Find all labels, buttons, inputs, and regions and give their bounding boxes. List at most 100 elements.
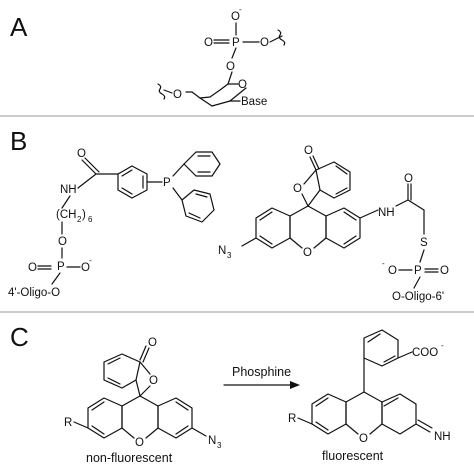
bond <box>135 379 141 397</box>
bond <box>142 347 150 363</box>
panel-c-letter: C <box>10 322 29 352</box>
atom-n3: N <box>218 245 226 257</box>
atom-o-double-linker: O <box>28 262 37 274</box>
atom-o-lactone: O <box>148 337 157 349</box>
bond <box>139 345 147 361</box>
charge-coo: - <box>441 341 444 350</box>
atom-o-amide-right: O <box>404 173 413 185</box>
bond <box>139 385 151 397</box>
bond <box>297 417 313 425</box>
bond <box>121 169 133 177</box>
bond <box>335 165 348 175</box>
fluorescent-molecule: COO - O R NH <box>288 329 451 445</box>
bond <box>175 425 189 435</box>
bond <box>289 205 309 217</box>
bond <box>121 187 133 195</box>
phenyl-ring-bottom <box>181 189 215 223</box>
atom-o-amide: O <box>77 148 86 160</box>
xanthene-left-ring <box>87 397 123 439</box>
label-oligo-4prime: 4'-Oligo-O <box>8 287 60 299</box>
label-r-left: R <box>64 417 72 429</box>
azide-xanthene-oligo-molecule: O O O N 3 NH <box>218 145 449 303</box>
bond <box>259 235 273 245</box>
panel-a: A O - P O O O O Base O <box>10 5 286 108</box>
label-r-right: R <box>288 413 296 425</box>
label-coo: COO <box>412 347 438 359</box>
non-fluorescent-molecule: O O O R N 3 <box>64 337 222 450</box>
atom-n3-sub: 3 <box>217 441 222 450</box>
atom-n3: N <box>208 435 216 447</box>
bond <box>172 187 183 201</box>
bond <box>363 391 383 403</box>
bond <box>121 427 135 439</box>
bond <box>417 419 433 429</box>
bond <box>259 211 273 221</box>
bond <box>313 237 327 249</box>
phosphate-group-a: O - P O O O <box>204 5 286 85</box>
bond <box>369 423 383 435</box>
atom-s: S <box>420 237 428 249</box>
bond <box>241 237 257 247</box>
bond <box>84 157 100 173</box>
phosphine-oligo-molecule: O NH P (CH 2 ) 6 O <box>8 148 221 299</box>
bond <box>397 351 413 359</box>
xanthene-left-ring <box>311 393 347 435</box>
bond <box>269 35 283 43</box>
atom-o-xanthene: O <box>303 247 312 259</box>
bond <box>107 377 121 385</box>
atom-o-lactone-ring: O <box>293 183 302 195</box>
bond <box>312 155 320 170</box>
bond <box>188 212 201 219</box>
label-ch2-sub: 2 <box>77 215 82 224</box>
benzo-ring <box>315 161 351 199</box>
xanthene-left-ring <box>255 207 291 249</box>
charge-minus: - <box>239 5 242 14</box>
label-sub6: 6 <box>88 215 93 224</box>
bond <box>139 361 151 375</box>
panel-a-letter: A <box>10 12 28 42</box>
bond <box>303 169 317 185</box>
bond <box>229 87 247 102</box>
xanthene-right-ring <box>381 393 417 435</box>
atom-o-minus: O <box>231 11 240 23</box>
bond <box>51 272 61 285</box>
atom-o-ring: O <box>238 79 247 91</box>
panel-c: C O O O R <box>10 322 451 464</box>
bond <box>315 421 329 431</box>
label-base: Base <box>241 96 267 108</box>
bond <box>307 189 321 207</box>
bond <box>121 395 141 407</box>
label-nh: NH <box>434 431 451 443</box>
atom-o-lactone-ring: O <box>149 375 158 387</box>
bond <box>163 89 173 94</box>
charge-minus-right: - <box>382 259 385 268</box>
ring-bonds <box>191 83 229 99</box>
bond <box>289 237 303 249</box>
caption-non-fluorescent: non-fluorescent <box>86 451 173 464</box>
bond <box>383 355 396 363</box>
bond <box>175 401 189 411</box>
sugar-ring: O Base O <box>157 79 267 108</box>
bond <box>343 235 357 245</box>
atom-o-5prime: O <box>226 61 235 73</box>
bond <box>307 205 327 217</box>
bond <box>367 333 381 343</box>
atom-p-linker: P <box>57 261 65 273</box>
bond <box>345 423 359 435</box>
label-oligo-6prime: O-Oligo-6' <box>392 291 444 303</box>
bond <box>345 391 365 403</box>
atom-o-left: O <box>173 89 182 101</box>
bond <box>383 397 399 407</box>
atom-o-minus-right: O <box>388 265 397 277</box>
bond <box>195 193 208 198</box>
bond <box>395 199 409 207</box>
bond <box>199 97 213 107</box>
bond <box>77 173 97 189</box>
wavy-bond <box>277 29 286 46</box>
bond <box>407 199 425 211</box>
benzene-ring <box>117 165 148 199</box>
bond <box>413 276 421 289</box>
charge-minus-linker: - <box>89 256 92 265</box>
bond <box>301 193 309 207</box>
label-ch2: (CH <box>56 209 76 221</box>
